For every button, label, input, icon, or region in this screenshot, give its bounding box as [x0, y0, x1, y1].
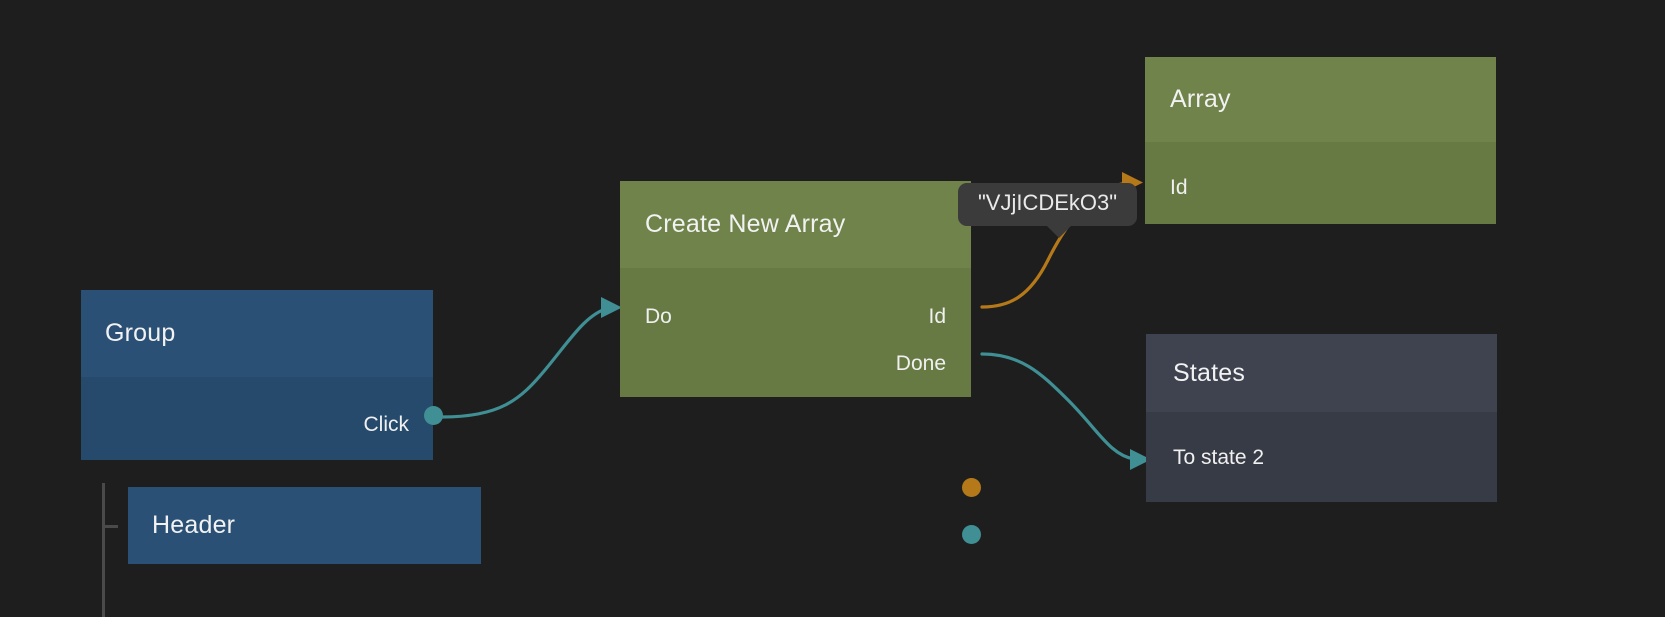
- node-create-new-array[interactable]: Create New Array Do Id Done: [620, 181, 981, 544]
- port-label-to-state-2: To state 2: [1173, 446, 1265, 469]
- port-dot-id[interactable]: [962, 478, 981, 497]
- value-tooltip-text: "VJjICDEkO3": [978, 190, 1118, 215]
- node-create-new-array-title: Create New Array: [645, 210, 846, 238]
- value-tooltip-arrow: [1046, 225, 1072, 238]
- edge-click-to-do-arrowhead: [601, 297, 622, 318]
- port-row-done[interactable]: Done: [896, 352, 946, 376]
- node-header[interactable]: Header: [128, 487, 481, 564]
- node-states-body: To state 2: [1146, 412, 1497, 502]
- node-states[interactable]: States To state 2: [1146, 334, 1497, 502]
- port-row-do[interactable]: Do: [645, 305, 672, 329]
- node-array-title: Array: [1170, 85, 1231, 113]
- port-label-do: Do: [645, 305, 672, 328]
- port-dot-done[interactable]: [962, 525, 981, 544]
- port-row-to-state-2[interactable]: To state 2: [1173, 446, 1264, 470]
- node-create-new-array-header[interactable]: Create New Array: [620, 181, 971, 268]
- port-label-done: Done: [895, 352, 946, 375]
- port-row-click[interactable]: Click: [364, 413, 410, 437]
- tree-vertical-line: [102, 483, 105, 617]
- node-header-header[interactable]: Header: [128, 487, 481, 564]
- port-label-click: Click: [363, 413, 410, 436]
- node-array-body: Id: [1145, 142, 1496, 224]
- tree-branch-tick: [105, 525, 118, 528]
- node-header-title: Header: [152, 511, 236, 539]
- node-group-title: Group: [105, 319, 176, 347]
- node-array-header[interactable]: Array: [1145, 57, 1496, 142]
- edge-click-to-do: [440, 306, 610, 419]
- edge-done-to-state: [980, 352, 1136, 461]
- port-row-array-id[interactable]: Id: [1170, 176, 1188, 200]
- port-label-array-id: Id: [1170, 176, 1188, 199]
- value-tooltip: "VJjICDEkO3": [958, 183, 1138, 238]
- node-create-new-array-body: Do Id Done: [620, 268, 971, 397]
- node-states-title: States: [1173, 358, 1246, 387]
- port-label-id: Id: [928, 305, 946, 328]
- node-array[interactable]: Array Id: [1145, 57, 1496, 224]
- port-dot-click[interactable]: [424, 406, 443, 425]
- node-group[interactable]: Group Click: [81, 290, 443, 460]
- port-row-id[interactable]: Id: [928, 305, 946, 329]
- node-group-body: Click: [81, 377, 433, 460]
- node-group-header[interactable]: Group: [81, 290, 433, 377]
- node-states-header[interactable]: States: [1146, 334, 1497, 412]
